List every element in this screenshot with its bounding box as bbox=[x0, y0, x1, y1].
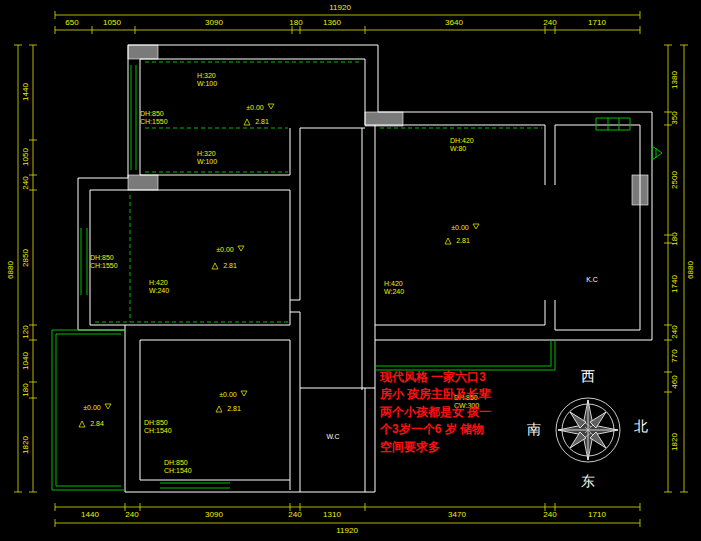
dimension: 650 bbox=[65, 19, 78, 28]
door-spec: DH:850 CH:1550 bbox=[140, 110, 176, 125]
compass-label: 东 bbox=[581, 474, 595, 489]
dimension: 1360 bbox=[323, 19, 341, 28]
compass-label: 西 bbox=[581, 369, 595, 384]
floor-level: ±0.00 bbox=[219, 391, 236, 399]
dimension: 240 bbox=[125, 511, 138, 520]
dimension: 180 bbox=[22, 383, 31, 396]
windows bbox=[52, 65, 662, 490]
window-spec: H:320 W:100 bbox=[197, 72, 227, 87]
floor-level: ±0.00 bbox=[246, 104, 263, 112]
dimension: 1710 bbox=[588, 19, 606, 28]
door-spec: DH:850 CH:1540 bbox=[164, 459, 200, 474]
dimension: 240 bbox=[288, 511, 301, 520]
dimension: 1380 bbox=[671, 71, 680, 89]
beam-lines bbox=[95, 62, 542, 322]
dimension: 1710 bbox=[588, 511, 606, 520]
dimension: 6880 bbox=[687, 261, 696, 279]
dimension: 240 bbox=[543, 511, 556, 520]
walls bbox=[78, 45, 652, 492]
dimension: 180 bbox=[289, 19, 302, 28]
dimension: 1310 bbox=[323, 511, 341, 520]
dimension-lines bbox=[14, 11, 688, 527]
ceiling-height: 2.84 bbox=[90, 420, 104, 428]
design-note: 现代风格 一家六口3房小 孩房主卧及长辈 两个小孩都是女 孩一个3岁一个6 岁 … bbox=[380, 369, 492, 456]
window-spec: H:320 W:100 bbox=[197, 150, 227, 165]
dimension: 180 bbox=[671, 232, 680, 245]
door-spec: DH:850 CH:1540 bbox=[144, 419, 180, 434]
dimension: 3470 bbox=[448, 511, 466, 520]
floor-level: ±0.00 bbox=[83, 404, 100, 412]
compass-rose bbox=[556, 398, 620, 462]
dimension: 2850 bbox=[22, 249, 31, 267]
dimension: 1440 bbox=[22, 83, 31, 101]
dimension: 3090 bbox=[205, 19, 223, 28]
dimension: 240 bbox=[22, 176, 31, 189]
ceiling-height: 2.81 bbox=[223, 262, 237, 270]
dimension: 350 bbox=[671, 111, 680, 124]
ceiling-height: 2.81 bbox=[456, 237, 470, 245]
dimension: 1040 bbox=[22, 352, 31, 370]
dimension: 1740 bbox=[671, 275, 680, 293]
compass-label: 南 bbox=[527, 422, 541, 437]
dimension: 1050 bbox=[22, 148, 31, 166]
floor-level: ±0.00 bbox=[216, 246, 233, 254]
dimension: 240 bbox=[671, 325, 680, 338]
dimension: 2500 bbox=[671, 171, 680, 189]
dimension: 240 bbox=[543, 19, 556, 28]
ceiling-height: 2.81 bbox=[255, 118, 269, 126]
dimension: 770 bbox=[671, 349, 680, 362]
window-spec: H:420 W:240 bbox=[384, 280, 416, 295]
door-spec: DH:850 CH:1550 bbox=[90, 254, 126, 269]
dimension: 6880 bbox=[7, 261, 16, 279]
dimension: 1050 bbox=[103, 19, 121, 28]
window-spec: H:420 W:240 bbox=[149, 279, 181, 294]
dimension: 3640 bbox=[445, 19, 463, 28]
room-name: W.C bbox=[326, 433, 339, 441]
ceiling-height: 2.81 bbox=[227, 405, 241, 413]
dimension: 460 bbox=[671, 375, 680, 388]
room-name: K.C bbox=[586, 276, 598, 284]
dimension: 3090 bbox=[205, 511, 223, 520]
dimension: 11920 bbox=[336, 527, 358, 536]
dimension: 120 bbox=[22, 325, 31, 338]
compass-label: 北 bbox=[634, 419, 648, 434]
dimension: 1820 bbox=[671, 433, 680, 451]
dimension: 11920 bbox=[329, 4, 351, 13]
window-spec: DH:420 W:80 bbox=[450, 137, 482, 152]
floor-level: ±0.00 bbox=[451, 224, 468, 232]
dimension: 1820 bbox=[22, 436, 31, 454]
dimension: 1440 bbox=[81, 511, 99, 520]
